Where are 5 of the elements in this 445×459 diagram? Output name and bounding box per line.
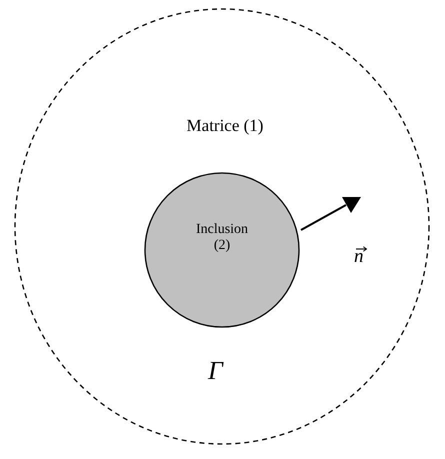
inclusion-circle (144, 172, 300, 328)
region-label: Matrice (1) (186, 116, 264, 136)
boundary-label: Γ (208, 356, 223, 386)
inclusion-label: Inclusion (2) (194, 222, 250, 254)
dashed-circle (14, 8, 430, 445)
